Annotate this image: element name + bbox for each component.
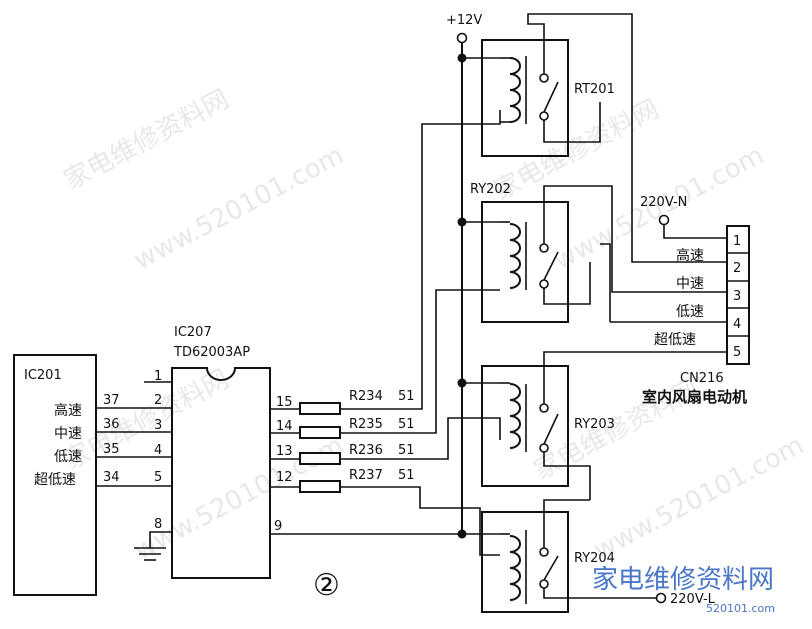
resistor-label: R234 (349, 389, 383, 404)
resistor-label: R235 (349, 417, 383, 432)
logo-url: 520101.com (706, 602, 775, 615)
ic207-chip: IC207 TD62003AP 1 2 3 4 5 8 15 14 13 12 … (154, 325, 293, 579)
relay-rt201: RT201 (481, 13, 727, 263)
ic207-pin-number: 12 (276, 470, 293, 485)
watermark-text: 家电维修资料网 (59, 364, 234, 476)
signal-wires-left (96, 381, 172, 487)
connector-pin-label: 超低速 (654, 332, 696, 348)
ic207-pin-number: 5 (154, 470, 162, 485)
connector-pin-label: 中速 (676, 276, 704, 292)
watermark-text: www.520101.com (129, 140, 349, 276)
ic207-pin-number: 9 (274, 519, 282, 534)
relay-label: RY202 (470, 182, 511, 197)
supply-rail: +12V (446, 13, 500, 539)
line-voltage-label: 220V-L (670, 592, 716, 607)
ground-symbol (134, 531, 172, 561)
connector-pin-number: 1 (733, 234, 741, 249)
ic207-pin-number: 15 (276, 395, 293, 410)
relay-label: RY204 (574, 551, 615, 566)
neutral-input: 220V-N (640, 195, 727, 239)
watermark-text: 家电维修资料网 (59, 84, 234, 196)
relay-ry202: RY202 (470, 182, 727, 323)
watermark-text: www.520101.com (589, 430, 809, 566)
ic201-pin-number: 37 (103, 393, 120, 408)
ic201-chip: IC201 高速 中速 低速 超低速 37 36 35 34 (13, 354, 120, 596)
ic201-pin-number: 35 (103, 442, 120, 457)
resistor-value: 51 (398, 389, 415, 404)
relay-label: RT201 (574, 82, 615, 97)
ic201-pin-name: 高速 (54, 402, 82, 419)
ic207-pin-number: 1 (154, 369, 162, 384)
resistor-label: R237 (349, 468, 383, 483)
figure-number: ② (313, 568, 340, 603)
ic207-label: IC207 (174, 325, 212, 340)
ic201-pin-name: 低速 (54, 449, 82, 465)
connector-pin-number: 2 (733, 261, 741, 276)
relay-label: RY203 (574, 417, 615, 432)
ic201-pin-number: 36 (103, 417, 120, 432)
resistor-value: 51 (398, 468, 415, 483)
ic207-pin-number: 13 (276, 444, 293, 459)
ic207-pin-number: 3 (154, 418, 162, 433)
neutral-label: 220V-N (640, 195, 687, 210)
ic201-pin-name: 超低速 (34, 472, 76, 488)
resistor-value: 51 (398, 443, 415, 458)
connector-pin-number: 4 (733, 317, 741, 332)
resistor-label: R236 (349, 443, 383, 458)
relay-ry204: RY204 220V-L (481, 499, 716, 613)
ic207-pin-number: 2 (154, 393, 162, 408)
connector-label: CN216 (680, 371, 724, 386)
connector-pin-number: 3 (733, 289, 741, 304)
supply-label: +12V (446, 13, 482, 28)
ic207-pin-number: 4 (154, 443, 162, 458)
motor-label: 室内风扇电动机 (642, 388, 747, 406)
ic201-pin-name: 中速 (54, 426, 82, 442)
connector-cn216: 1 2 3 4 5 高速 中速 低速 超低速 CN216 室内风扇电动机 (642, 225, 750, 406)
resistor-value: 51 (398, 417, 415, 432)
watermark-text: 家电维修资料网 (489, 94, 664, 206)
logo-text: 家电维修资料网 (592, 565, 774, 595)
connector-pin-label: 低速 (676, 304, 704, 320)
site-logo: 家电维修资料网 520101.com (592, 565, 775, 615)
connector-pin-label: 高速 (676, 247, 704, 264)
relay-ry203: RY203 (481, 243, 727, 500)
ic207-pin-number: 8 (154, 517, 162, 532)
ic207-part-label: TD62003AP (173, 345, 250, 360)
ic207-pin-number: 14 (276, 419, 293, 434)
ic201-label: IC201 (24, 368, 62, 383)
ic201-pin-number: 34 (103, 470, 120, 485)
connector-pin-number: 5 (733, 345, 741, 360)
resistor-network: R234 51 R235 51 R236 51 R237 51 (270, 110, 501, 556)
